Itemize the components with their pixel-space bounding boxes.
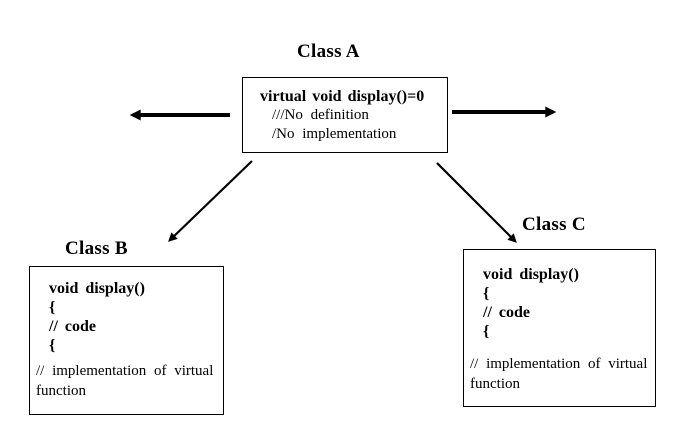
class-b-code-line: { (49, 299, 56, 316)
class-a-signature: virtual void display()=0 (260, 88, 425, 105)
class-c-code-line: void display() (483, 266, 579, 283)
class-b-box: void display() { // code { // implementa… (29, 266, 224, 415)
arrow-class-a-to-class-c (436, 162, 517, 243)
class-a-box: virtual void display()=0 ///No definitio… (242, 77, 448, 153)
class-b-title: Class B (65, 238, 128, 259)
class-c-code-line: { (483, 285, 490, 302)
class-c-code-line: { (483, 323, 490, 340)
arrow-class-a-to-class-b (168, 160, 253, 242)
class-b-code-line: { (49, 337, 56, 354)
class-c-box: void display() { // code { // implementa… (463, 249, 656, 407)
class-c-title: Class C (522, 214, 586, 235)
class-b-code-line: void display() (49, 280, 145, 297)
class-c-code-line: // code (483, 304, 530, 321)
class-c-implementation-comment: // implementation of virtual function (470, 356, 648, 392)
class-a-title: Class A (297, 41, 360, 62)
class-b-implementation-comment: // implementation of virtual function (36, 363, 214, 399)
class-a-comment-no-definition: ///No definition (272, 107, 369, 123)
class-b-code-line: // code (49, 318, 96, 335)
class-a-comment-no-implementation: /No implementation (272, 126, 397, 142)
